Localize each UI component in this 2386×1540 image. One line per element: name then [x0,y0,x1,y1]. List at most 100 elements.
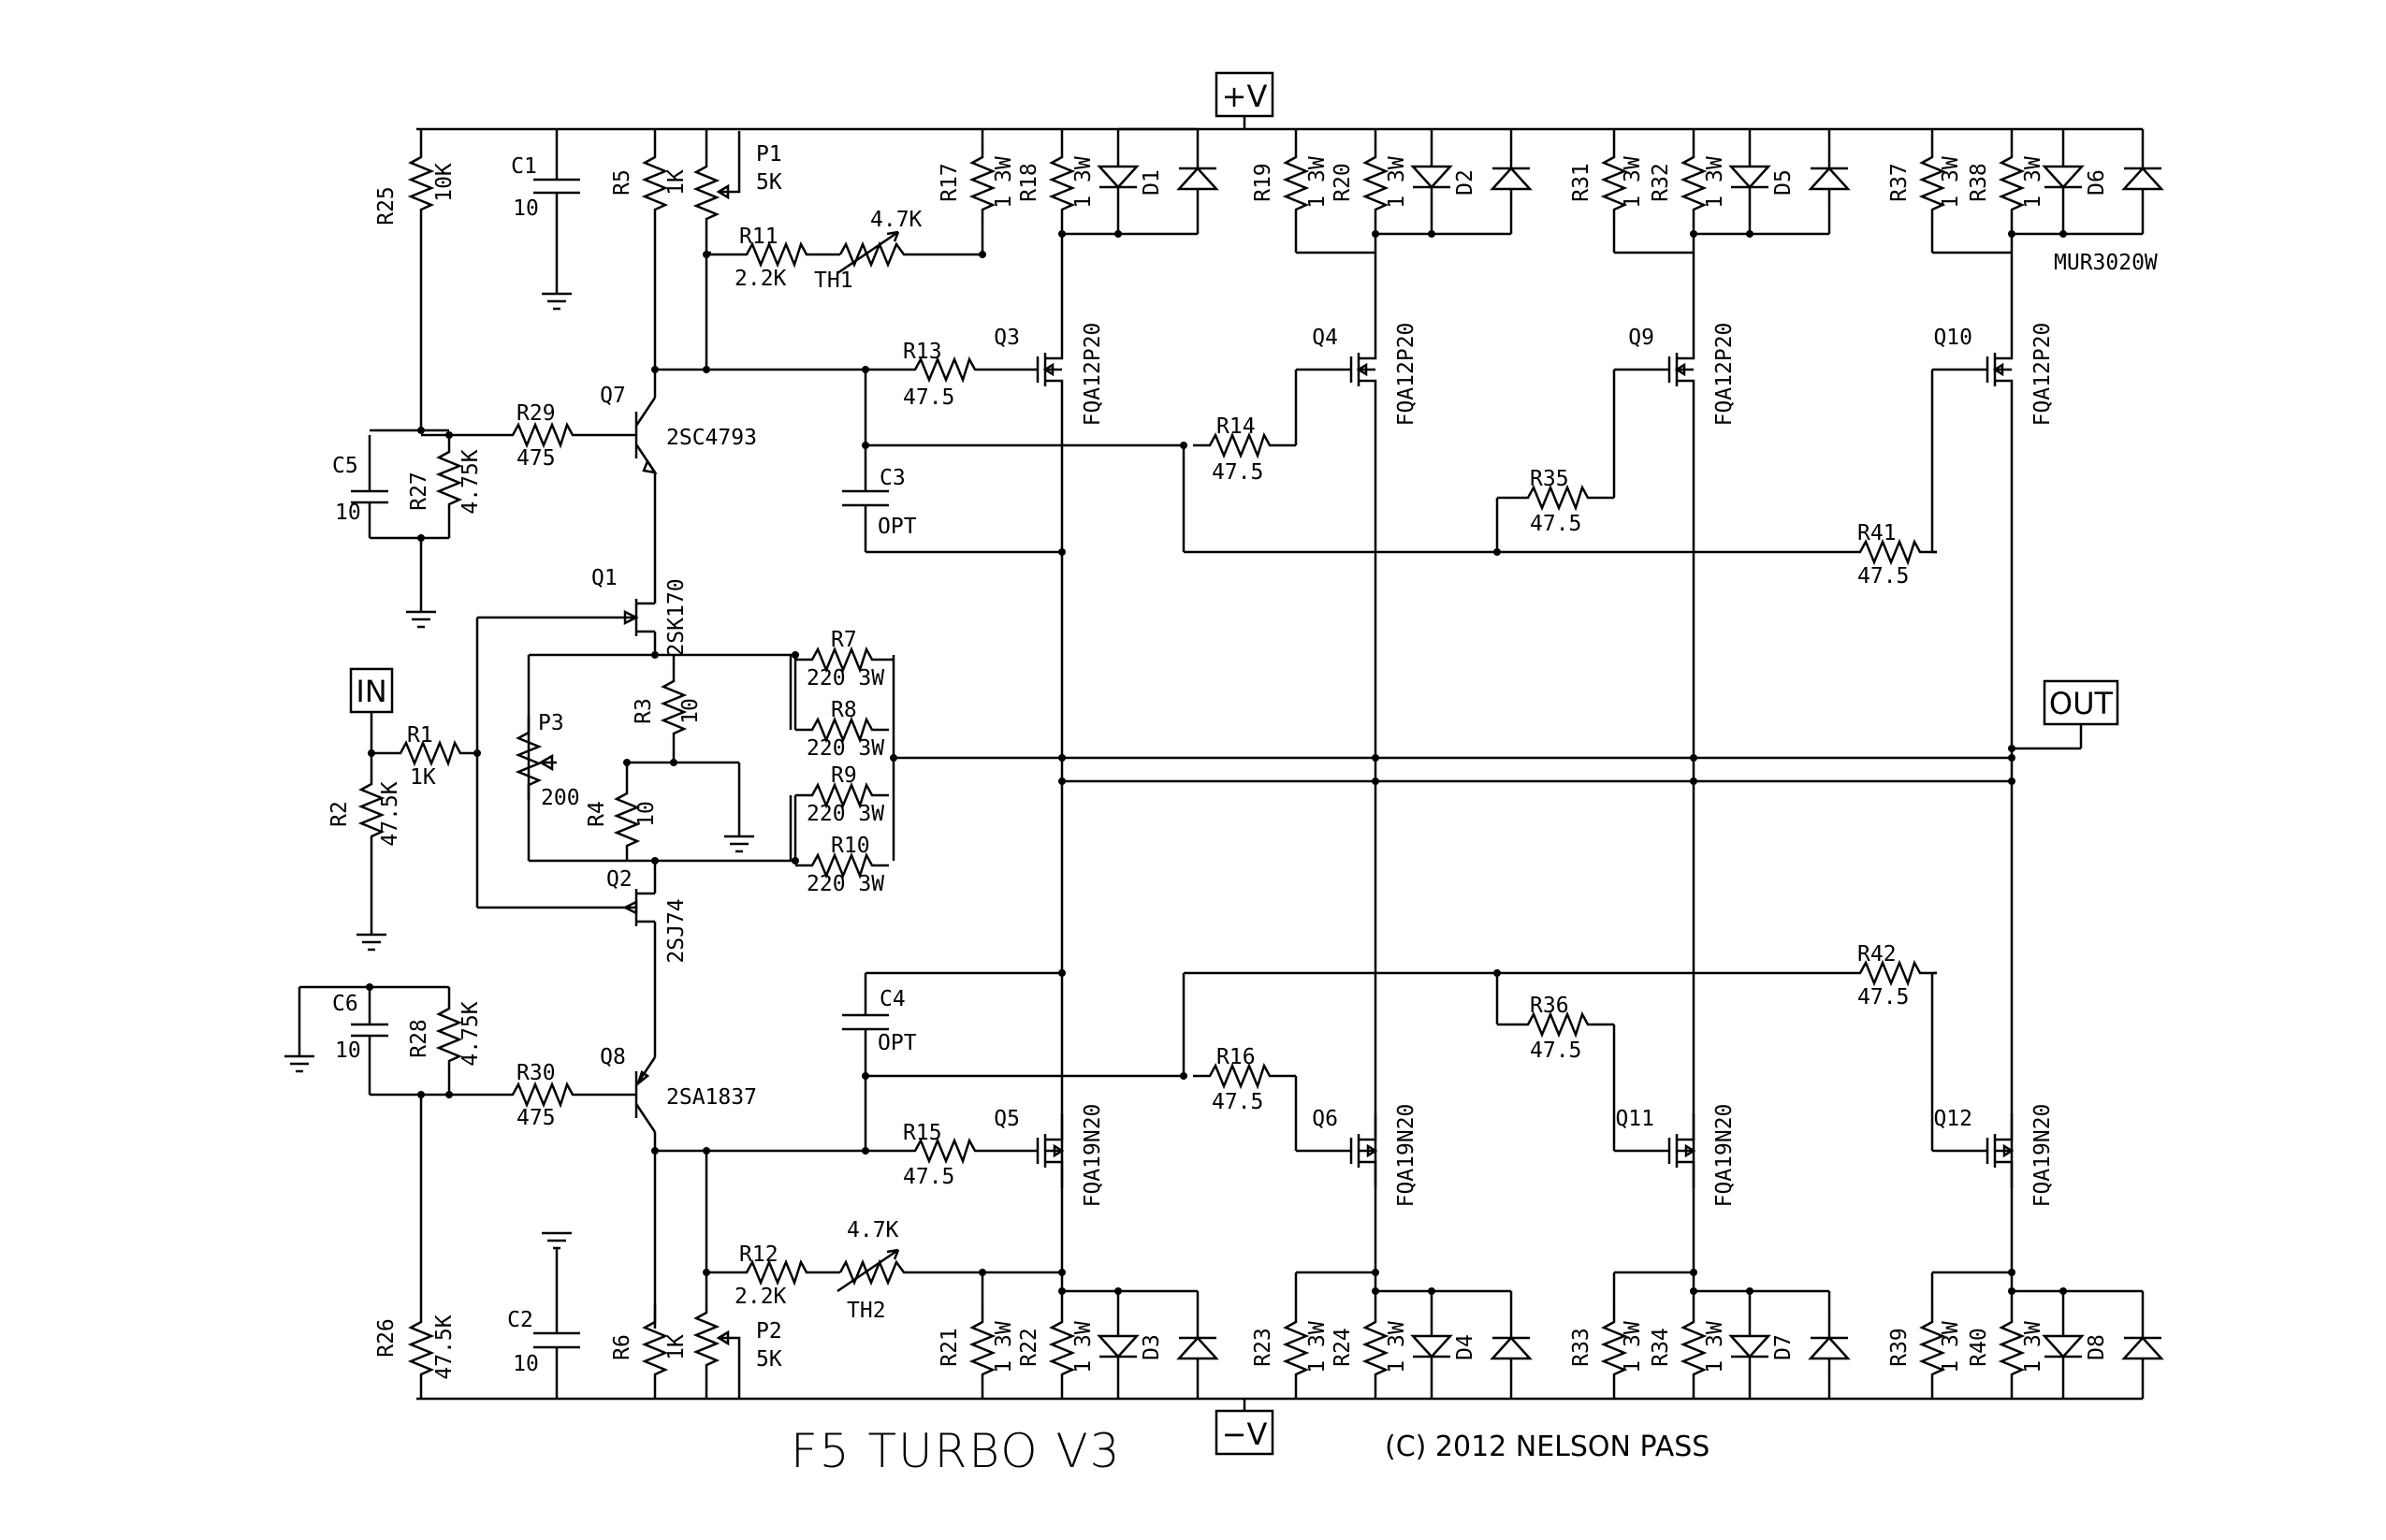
resistor-r22: R22 1 3W [1017,1207,1096,1399]
r3-value-label: 10 [678,698,703,724]
resistor-r42: R42 47.5 [1497,942,1950,1153]
q9-value-label: FQA12P20 [1712,323,1737,427]
r19-value-label: 1 3W [1305,156,1330,209]
q6-value-label: FQA19N20 [1394,1104,1419,1208]
r15-ref-label: R15 [903,1121,942,1145]
diode-d6-pair: D6 MUR3020W [2012,129,2163,275]
diode-d3-pair: D3 [1062,1289,1218,1399]
out-terminal-label: OUT [2049,686,2114,721]
r11-value-label: 2.2K [735,267,787,291]
p3-ref-label: P3 [538,711,564,735]
r23-value-label: 1 3W [1305,1321,1330,1373]
resistor-r29: R29 475 [421,401,636,471]
c4-ref-label: C4 [880,987,906,1011]
potentiometer-p1: P1 5K [694,129,782,370]
r28-ref-label: R28 [407,1019,431,1058]
resistor-r4: R4 10 [585,763,659,863]
capacitor-c5: C5 10 [332,435,388,538]
r38-ref-label: R38 [1967,163,1991,202]
r29-ref-label: R29 [516,401,556,426]
q5-value-label: FQA19N20 [1081,1104,1105,1208]
resistor-r5: R5 1K [610,129,689,398]
r18-value-label: 1 3W [1071,156,1096,209]
r39-ref-label: R39 [1887,1328,1912,1367]
resistor-r25: R25 10K [374,129,457,430]
c2-value-label: 10 [513,1352,539,1376]
resistor-r37: R37 1 3W [1887,129,2012,254]
d3-ref-label: D3 [1140,1334,1164,1360]
r32-ref-label: R32 [1649,163,1673,202]
th1-ref-label: TH1 [814,269,853,293]
resistor-r12: R12 2.2K [706,1242,825,1309]
in-terminal-label: IN [356,674,386,709]
diode-d4-pair: D4 [1375,1289,1532,1399]
c5-ref-label: C5 [332,454,358,478]
capacitor-c2: C2 10 [507,1231,580,1399]
r41-value-label: 47.5 [1857,564,1909,588]
r30-value-label: 475 [516,1106,556,1130]
pos-terminal-label: +V [1222,79,1268,114]
resistor-r19: R19 1 3W [1251,129,1375,254]
diode-d8-pair: D8 [2012,1289,2163,1399]
resistor-r40: R40 1 3W [1967,1207,2045,1399]
mosfet-q3: Q3 FQA12P20 [994,323,1105,427]
resistor-r41: R41 47.5 [1497,368,1950,588]
c5-value-label: 10 [335,501,361,525]
r30-ref-label: R30 [516,1061,556,1085]
q12-ref-label: Q12 [1933,1107,1972,1131]
resistor-r32: R32 1 3W [1649,129,1727,332]
q9-ref-label: Q9 [1628,326,1654,350]
r2-ref-label: R2 [327,801,352,827]
r3-ref-label: R3 [632,698,656,724]
resistor-r23: R23 1 3W [1251,1271,1375,1399]
r26-value-label: 47.5K [432,1315,457,1379]
potentiometer-p3: P3 200 [516,711,580,810]
mosfet-q6: Q6 FQA19N20 [1312,1104,1419,1208]
resistor-r33: R33 1 3W [1569,1271,1694,1399]
r6-value-label: 1K [664,1334,689,1360]
resistor-r36: R36 47.5 [1184,971,1632,1153]
r22-ref-label: R22 [1017,1328,1041,1367]
r4-value-label: 10 [634,801,659,827]
resistor-r16: R16 47.5 [1182,973,1314,1153]
r8-ref-label: R8 [831,698,857,722]
d1-ref-label: D1 [1140,169,1164,196]
r5-ref-label: R5 [610,169,634,196]
resistor-r38: R38 1 3W [1967,129,2045,332]
r29-value-label: 475 [516,446,556,471]
r1-ref-label: R1 [407,723,433,748]
q2-value-label: 2SJ74 [664,898,689,963]
resistor-r9: R9 220 3W [789,763,891,861]
diode-d5-pair: D5 [1694,129,1850,236]
resistor-r30: R30 475 [421,1061,636,1130]
r9-value-label: 220 3W [807,802,884,826]
r31-ref-label: R31 [1569,163,1593,202]
r7-ref-label: R7 [831,628,857,652]
resistor-r27: R27 4.75K [370,433,483,540]
q10-ref-label: Q10 [1933,326,1972,350]
r19-ref-label: R19 [1251,163,1275,202]
q11-ref-label: Q11 [1615,1107,1654,1131]
resistor-r26: R26 47.5K [374,1095,457,1399]
mosfet-q11: Q11 FQA19N20 [1615,1104,1737,1208]
r42-value-label: 47.5 [1857,985,1909,1010]
resistor-r20: R20 1 3W [1331,129,1409,332]
r25-ref-label: R25 [374,186,399,225]
capacitor-c4: C4 OPT [842,971,1062,1151]
r26-ref-label: R26 [374,1318,399,1358]
r35-ref-label: R35 [1530,467,1569,491]
r42-ref-label: R42 [1857,942,1897,966]
r16-value-label: 47.5 [1212,1090,1263,1114]
r27-value-label: 4.75K [458,449,483,514]
r28-value-label: 4.75K [458,1001,483,1066]
r40-ref-label: R40 [1967,1328,1991,1367]
r12-ref-label: R12 [739,1242,778,1267]
r5-value-label: 1K [664,169,689,196]
r14-ref-label: R14 [1216,414,1256,439]
r24-value-label: 1 3W [1385,1321,1409,1373]
jfet-q2: Q2 2SJ74 [477,861,689,964]
resistor-r35: R35 47.5 [1184,368,1632,554]
r6-ref-label: R6 [610,1334,634,1360]
r37-value-label: 1 3W [1939,156,1963,209]
mosfet-q12: Q12 FQA19N20 [1933,1104,2055,1208]
